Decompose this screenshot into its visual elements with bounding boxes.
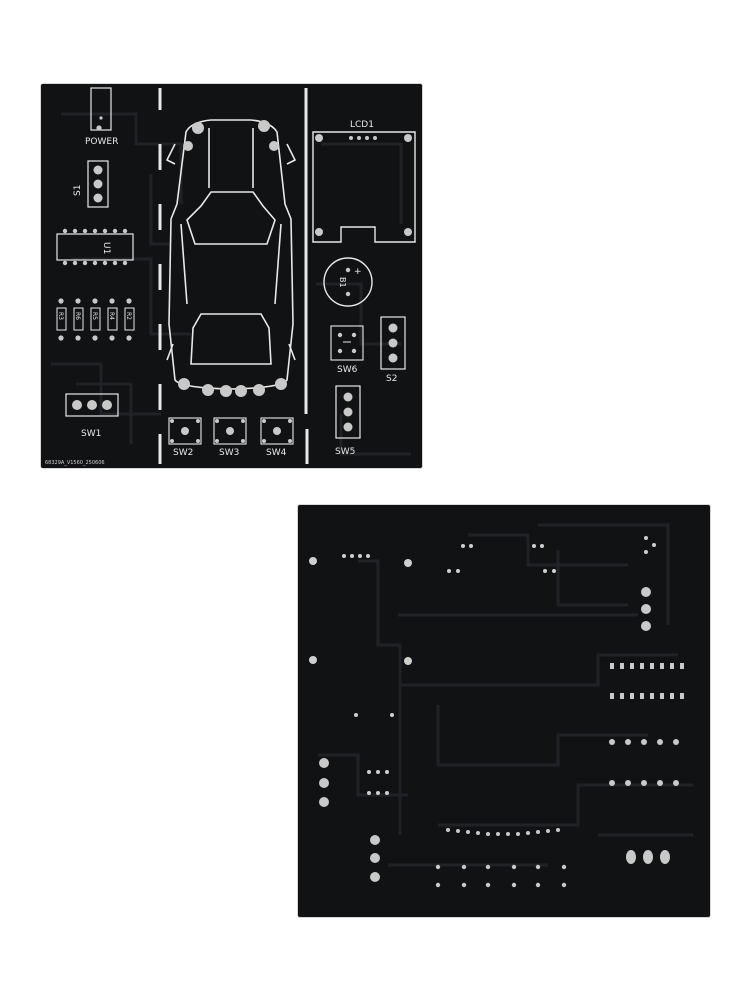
sw1-label: SW1 <box>81 429 101 439</box>
pcb-front-artwork: POWER S1 U1 <box>45 87 416 466</box>
pcb-back-artwork <box>309 523 693 888</box>
sw2-label: SW2 <box>173 448 193 458</box>
push-button-footprints <box>168 417 294 445</box>
b1-label: B1 <box>338 277 347 288</box>
front-traces <box>51 112 411 456</box>
power-label: POWER <box>85 137 118 147</box>
r6-label: R6 <box>74 312 81 320</box>
back-ic-pads-top <box>610 663 684 699</box>
lcd1-footprint <box>312 131 416 243</box>
u1-ic-footprint <box>56 228 134 266</box>
board-version-label: 68329A_V1560_250606 <box>45 460 105 466</box>
sw5-slide-switch-footprint <box>335 385 361 439</box>
resistor-array <box>56 307 135 331</box>
car-silkscreen-outline <box>165 119 297 390</box>
r4-label: R4 <box>108 312 115 320</box>
b1-buzzer-footprint <box>323 257 373 307</box>
back-lcd-pads <box>446 828 560 836</box>
back-traces <box>318 523 693 867</box>
b1-plus-label: + <box>354 267 362 277</box>
back-header-pads <box>319 587 670 882</box>
r5-label: R5 <box>91 312 98 320</box>
s2-header-footprint <box>380 316 406 370</box>
resistor-pads <box>58 298 132 341</box>
s2-label: S2 <box>386 374 397 384</box>
car-led-pads <box>178 120 287 397</box>
back-switch-pads <box>435 864 567 888</box>
back-mounting-holes <box>309 557 412 665</box>
pcb-back-board <box>298 505 710 917</box>
road-lane-lines <box>158 88 309 464</box>
sw6-footprint <box>330 325 364 361</box>
s1-header-footprint <box>87 160 109 208</box>
power-led-footprint <box>90 87 112 131</box>
u1-label: U1 <box>101 242 111 254</box>
sw4-label: SW4 <box>266 448 287 458</box>
sw1-slide-switch-footprint <box>65 393 119 417</box>
sw3-label: SW3 <box>219 448 239 458</box>
pcb-front-board: POWER S1 U1 <box>41 84 422 468</box>
r3-label: R3 <box>57 312 64 320</box>
sw6-label: SW6 <box>337 365 358 375</box>
lcd1-label: LCD1 <box>350 120 374 130</box>
back-vias <box>342 536 656 795</box>
r2-label: R2 <box>125 312 132 320</box>
sw5-label: SW5 <box>335 447 355 457</box>
back-resistor-pads <box>609 739 679 786</box>
s1-label: S1 <box>73 185 83 196</box>
